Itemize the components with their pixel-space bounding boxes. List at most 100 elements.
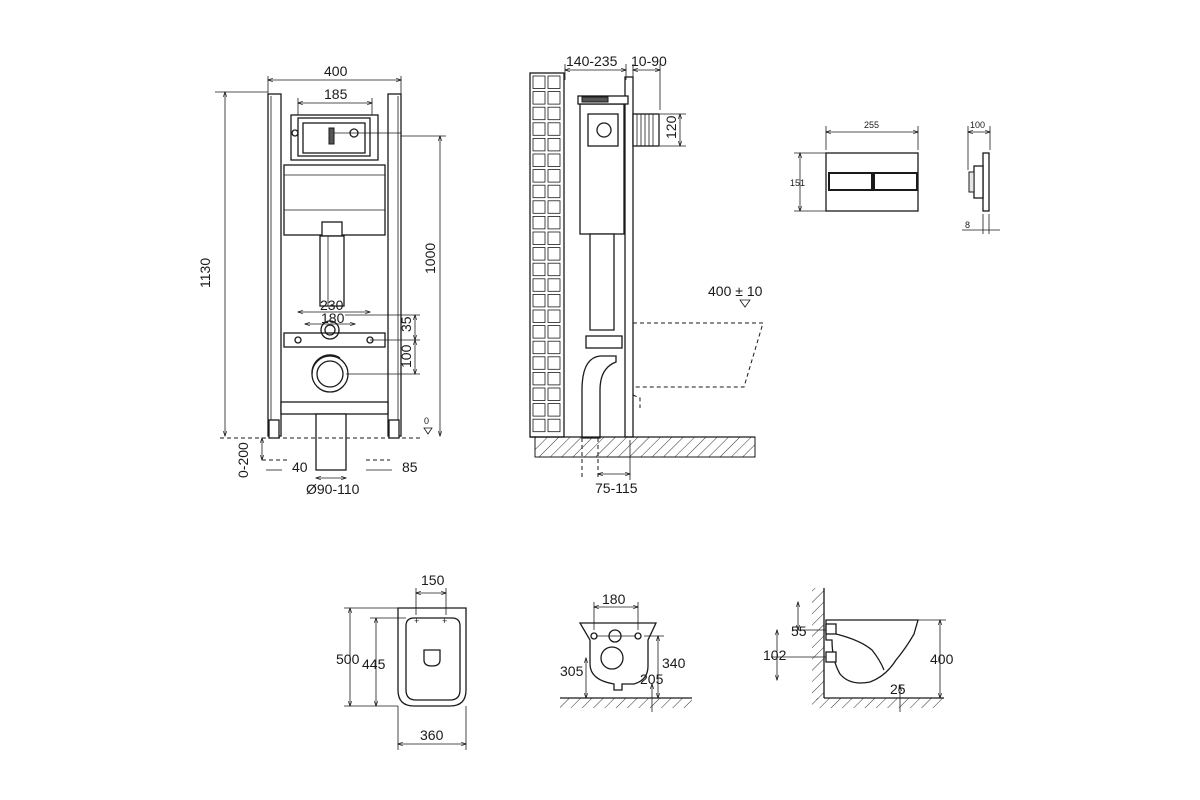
right-post bbox=[387, 93, 402, 437]
flush-button-left bbox=[828, 172, 873, 191]
rear-outlet bbox=[600, 646, 624, 670]
side-view-floor bbox=[812, 698, 944, 708]
wall-tile bbox=[547, 247, 561, 261]
rear-right-height-label: 340 bbox=[662, 655, 686, 671]
bracket-width-label: 185 bbox=[324, 86, 348, 102]
wall-tile bbox=[547, 340, 561, 355]
wall-tile bbox=[532, 215, 546, 230]
wall-tile bbox=[547, 106, 561, 121]
outlet-height-label: 100 bbox=[398, 344, 414, 368]
wall-tile bbox=[532, 340, 546, 355]
wall-tile bbox=[547, 75, 561, 89]
leg-adjust-label: 0-200 bbox=[235, 442, 251, 478]
frame-height-label: 1130 bbox=[197, 258, 213, 288]
floor-zero-label: 0 bbox=[424, 416, 429, 426]
bowl-side-view: 55 102 400 25 bbox=[763, 588, 954, 712]
frame-side-view: 140-235 10-90 120 400 ± 10 75-115 bbox=[529, 53, 764, 496]
wall-tile bbox=[532, 325, 546, 339]
seat-outline bbox=[405, 617, 461, 701]
bowl-top-view: + + 150 500 445 360 bbox=[336, 572, 467, 750]
wall-tile bbox=[547, 231, 561, 245]
wall-tile bbox=[547, 137, 561, 152]
foot-right-label: 85 bbox=[402, 459, 418, 475]
wall-tile bbox=[532, 247, 546, 261]
wall-tile bbox=[547, 215, 561, 230]
stud-height-label: 35 bbox=[398, 316, 414, 332]
wall-tile bbox=[532, 403, 546, 417]
side-bowl-outline bbox=[633, 322, 764, 388]
inlet-height-label: 1000 bbox=[422, 243, 438, 274]
side-height-label: 400 bbox=[930, 651, 954, 667]
plate-height-label: 151 bbox=[790, 178, 805, 188]
left-post bbox=[267, 93, 282, 437]
flush-height-label: 120 bbox=[663, 115, 679, 139]
wall-tile bbox=[532, 75, 546, 89]
wall-tile bbox=[532, 309, 546, 323]
frame-column bbox=[624, 76, 634, 438]
wall-tile bbox=[547, 418, 561, 433]
bowl-length-label: 500 bbox=[336, 651, 360, 667]
stud-inner-label: 180 bbox=[321, 310, 345, 326]
side-wall bbox=[812, 588, 824, 700]
wall-tile bbox=[547, 403, 561, 417]
frame-offset-label: 10-90 bbox=[631, 53, 667, 69]
wall-tile bbox=[532, 106, 546, 121]
right-foot bbox=[388, 419, 400, 439]
wall-tile bbox=[532, 262, 546, 277]
frame-width-label: 400 bbox=[324, 63, 348, 79]
wall-tile bbox=[532, 137, 546, 152]
seat-height-label: 400 ± 10 bbox=[708, 283, 763, 299]
plate-thickness-label: 8 bbox=[965, 220, 970, 230]
plate-depth-label: 100 bbox=[970, 120, 985, 130]
left-foot bbox=[268, 419, 280, 439]
rear-left-height-label: 305 bbox=[560, 663, 584, 679]
wall-tile bbox=[532, 231, 546, 245]
side-outlet-label: 102 bbox=[763, 647, 787, 663]
drain-pipe bbox=[315, 413, 347, 471]
wall-tile bbox=[547, 325, 561, 339]
pipe-offset-label: 75-115 bbox=[595, 480, 638, 496]
wall-tile bbox=[547, 153, 561, 167]
hinge-spacing-label: 150 bbox=[421, 572, 445, 588]
bowl-top-outline bbox=[397, 607, 467, 707]
left-stud bbox=[294, 336, 302, 344]
bowl-side-outline bbox=[825, 619, 919, 684]
tiled-wall bbox=[532, 75, 561, 433]
wall-tile bbox=[547, 309, 561, 323]
flush-pipe bbox=[319, 235, 345, 307]
side-outlet-bend bbox=[581, 355, 617, 439]
wall-tile bbox=[547, 184, 561, 199]
wall-tile bbox=[532, 153, 546, 167]
wall-tile bbox=[532, 278, 546, 292]
wall-tile bbox=[547, 91, 561, 105]
flush-button-right bbox=[873, 172, 918, 191]
wall-tile bbox=[532, 418, 546, 433]
wall-tile bbox=[532, 91, 546, 105]
flush-plate-side bbox=[982, 152, 990, 212]
wall-tile bbox=[532, 356, 546, 370]
seat-length-label: 445 bbox=[362, 656, 386, 672]
flush-plate-view: 255 151 100 8 bbox=[790, 120, 1000, 234]
wall-tile bbox=[547, 169, 561, 183]
foot-width-label: 40 bbox=[292, 459, 308, 475]
stud-spacing-label: 230 bbox=[320, 297, 344, 313]
wall-tile bbox=[532, 122, 546, 136]
wall-tile bbox=[532, 169, 546, 183]
wall-tile bbox=[532, 184, 546, 199]
wall-tile bbox=[532, 293, 546, 308]
side-clearance-label: 25 bbox=[890, 681, 906, 697]
frame-front-view: 400 185 1130 1000 230 180 35 100 0 0-200… bbox=[197, 63, 446, 497]
wall-tile bbox=[547, 387, 561, 401]
wall-tile bbox=[547, 278, 561, 292]
wall-tile bbox=[532, 200, 546, 214]
side-inlet-label: 55 bbox=[791, 623, 807, 639]
bowl-rear-view: 180 305 340 205 bbox=[560, 591, 692, 712]
bowl-rear-outline bbox=[578, 622, 658, 691]
wall-tile bbox=[532, 371, 546, 386]
svg-text:+: + bbox=[414, 616, 419, 626]
wall-tile bbox=[532, 387, 546, 401]
wall-tile bbox=[547, 293, 561, 308]
bolt-spacing-label: 180 bbox=[602, 591, 626, 607]
rear-floor bbox=[560, 698, 692, 708]
